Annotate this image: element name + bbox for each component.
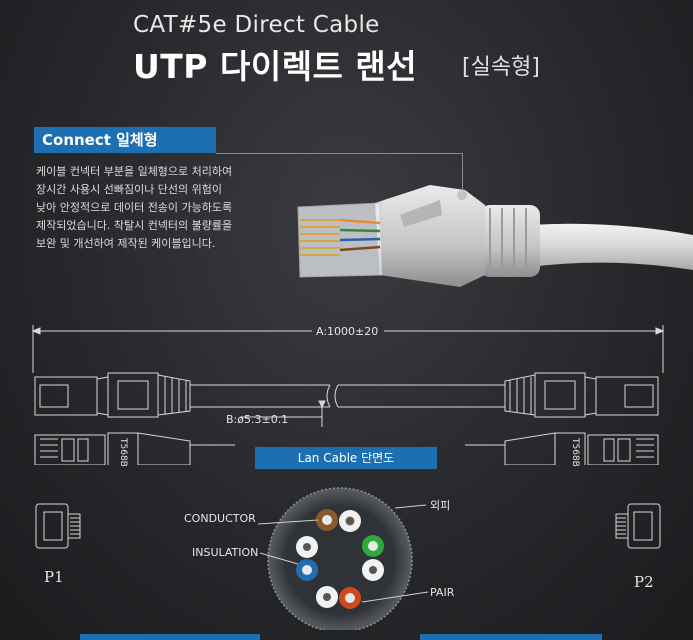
callout-line-vertical: [462, 153, 463, 195]
jacket-label: 외피: [430, 499, 451, 512]
cable-dimension-drawing: [31, 325, 665, 465]
left-standard-label: T568B: [118, 438, 128, 467]
description-line: 낮아 안정적으로 데이터 전송이 가능하도록: [36, 201, 233, 214]
port-label-p2: P2: [634, 573, 654, 591]
connect-heading: Connect 일체형: [34, 127, 216, 153]
p1-end-view: [35, 503, 81, 549]
length-dimension-label: A:1000±20: [316, 325, 379, 338]
bottom-accent-bar-left: [80, 634, 260, 640]
port-label-p1: P1: [44, 568, 64, 586]
page-title: UTP 다이렉트 랜선: [133, 47, 418, 86]
diameter-dimension-label: B:ø5.3±0.1: [226, 413, 289, 426]
description-line: 제작되었습니다. 착탈시 컨넥터의 불량률을: [36, 219, 233, 232]
description-line: 보완 및 개선하여 제작된 케이블입니다.: [36, 237, 216, 250]
rj45-connector-image: [297, 185, 693, 287]
callout-dot: [457, 190, 467, 200]
insulation-label: INSULATION: [192, 546, 259, 559]
callout-line: [216, 153, 462, 154]
right-standard-label: T568B: [570, 438, 580, 467]
bottom-accent-bar-right: [420, 634, 602, 640]
cross-section-heading: Lan Cable 단면도: [255, 447, 437, 469]
cable-cross-section: [257, 487, 429, 630]
description-line: 케이블 컨넥터 부분을 일체형으로 처리하여: [36, 165, 233, 178]
description-line: 장시간 사용시 선빠짐이나 단선의 위험이: [36, 183, 223, 196]
pair-label: PAIR: [430, 586, 455, 599]
title-tag: [실속형]: [462, 55, 540, 80]
conductor-label: CONDUCTOR: [184, 512, 256, 525]
connect-description: 케이블 컨넥터 부분을 일체형으로 처리하여 장시간 사용시 선빠짐이나 단선의…: [36, 163, 276, 253]
p2-end-view: [615, 503, 661, 549]
subtitle: CAT#5e Direct Cable: [133, 12, 380, 38]
